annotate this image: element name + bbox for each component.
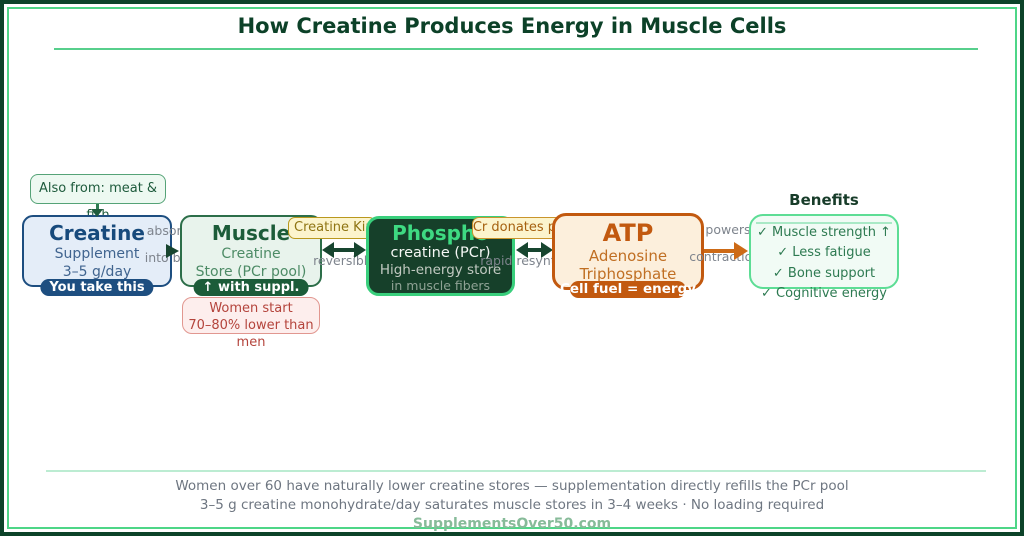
atp-title: ATP xyxy=(602,219,654,247)
source-arrow-shaft xyxy=(96,204,99,211)
phospho-line1: creatine (PCr) xyxy=(390,245,491,261)
women-note-line1: Women start xyxy=(209,301,293,316)
muscle-line2: Store (PCr pool) xyxy=(195,264,307,280)
arrow-atp-benefits-shaft xyxy=(704,249,736,253)
atp-box: ATP Adenosine Triphosphate Cell fuel = e… xyxy=(552,213,704,298)
source-callout: Also from: meat & fish xyxy=(30,174,166,223)
benefit-item: ✓ Cognitive energy xyxy=(761,285,887,301)
muscle-badge: ↑ with suppl. xyxy=(193,279,309,296)
muscle-line1: Creatine xyxy=(221,246,281,262)
muscle-title: Muscle xyxy=(211,221,291,245)
arrow-atp-benefits-head-icon xyxy=(734,242,748,260)
pcr-donates-label: PCr donates phosphate xyxy=(472,217,562,239)
atp-line2: Triphosphate xyxy=(579,265,677,283)
arrow-muscle-phospho-icon xyxy=(322,242,366,258)
phospho-line3: in muscle fibers xyxy=(390,278,491,293)
brand-name: SupplementsOver50.com xyxy=(412,516,612,532)
pcr-donates-text: PCr donates phosphate xyxy=(472,220,561,235)
arrow-shaft xyxy=(328,248,360,252)
creatine-badge: You take this xyxy=(40,279,154,296)
phospho-line2: High-energy store xyxy=(379,262,502,278)
arrow-creatine-to-muscle-icon xyxy=(166,244,179,258)
page-title: How Creatine Produces Energy in Muscle C… xyxy=(237,14,787,38)
atp-badge: Cell fuel = energy xyxy=(559,281,697,298)
source-arrow-down-icon xyxy=(91,209,103,217)
powers-label-line1: powers xyxy=(705,222,751,237)
benefits-title: Benefits xyxy=(789,191,859,209)
footer-note-1: Women over 60 have naturally lower creat… xyxy=(175,478,849,494)
arrow-phospho-atp-icon xyxy=(516,242,553,258)
benefit-item: ✓ Less fatigue xyxy=(777,245,871,261)
arrowhead-right-icon xyxy=(354,242,366,258)
creatine-kinase-label: Creatine Kinase xyxy=(288,217,396,239)
creatine-line1: Supplement xyxy=(54,246,140,262)
benefit-item: ✓ Muscle strength ↑ xyxy=(757,225,891,240)
women-note-line2: 70–80% lower than men xyxy=(188,318,314,350)
women-note: Women start 70–80% lower than men xyxy=(182,297,320,350)
arrowhead-right-icon xyxy=(541,242,553,258)
benefits-list: ✓ Muscle strength ↑ ✓ Less fatigue ✓ Bon… xyxy=(749,223,899,304)
creatine-line2: 3–5 g/day xyxy=(62,264,132,280)
arrow-shaft xyxy=(522,248,547,252)
creatine-title: Creatine xyxy=(49,221,145,245)
benefits-underline xyxy=(756,222,892,224)
benefit-item: ✓ Bone support xyxy=(772,265,876,281)
benefits-box xyxy=(749,214,899,289)
atp-line1: Adenosine xyxy=(588,247,668,265)
footer-note-2: 3–5 g creatine monohydrate/day saturates… xyxy=(199,497,825,513)
footer-divider xyxy=(46,470,986,472)
title-underline xyxy=(54,48,978,50)
